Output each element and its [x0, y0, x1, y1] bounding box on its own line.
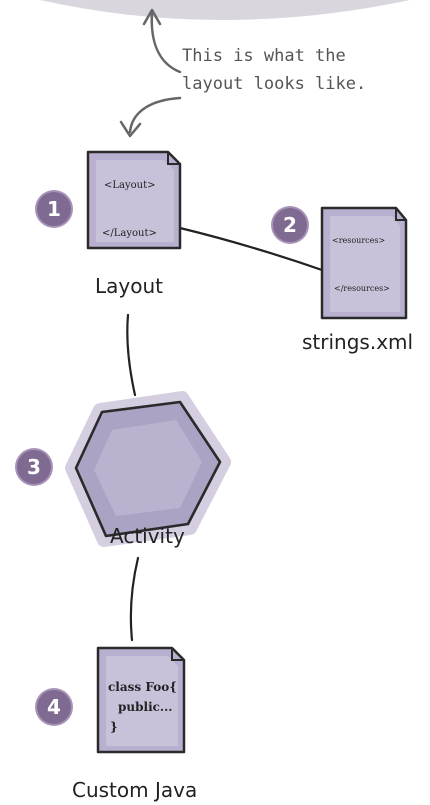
- layout-document-icon: [86, 150, 182, 250]
- java-code-line-2: public...: [118, 700, 173, 714]
- top-cropped-shape: [40, 0, 410, 20]
- layout-doc-close-tag: </Layout>: [102, 228, 157, 239]
- badge-1: 1: [37, 192, 71, 226]
- annotation-line-1: This is what the: [182, 46, 346, 66]
- annotation-arrow-up: [150, 10, 182, 74]
- strings-doc-open-tag: <resources>: [332, 236, 386, 245]
- layout-doc-open-tag: <Layout>: [104, 180, 156, 191]
- java-document-icon: [96, 646, 186, 754]
- annotation-arrow-down: [128, 96, 182, 134]
- custom-java-label: Custom Java: [72, 778, 198, 802]
- connector-layout-strings: [178, 226, 324, 272]
- activity-hexagon-icon: [65, 391, 231, 547]
- connector-layout-activity: [126, 313, 137, 397]
- strings-document-icon: [320, 206, 408, 320]
- layout-label: Layout: [95, 274, 163, 298]
- annotation-line-2: layout looks like.: [182, 74, 367, 94]
- badge-4: 4: [37, 690, 71, 724]
- badge-2: 2: [273, 208, 307, 242]
- badge-3: 3: [17, 450, 51, 484]
- activity-label: Activity: [110, 524, 185, 548]
- strings-label: strings.xml: [302, 330, 414, 354]
- annotation-arrow-down-head: [119, 120, 142, 138]
- strings-doc-close-tag: </resources>: [334, 284, 390, 293]
- annotation-arrow-up-head: [142, 8, 162, 26]
- annotation-text: This is what the layout looks like.: [182, 42, 366, 98]
- java-code-line-3: }: [110, 720, 118, 734]
- java-code-line-1: class Foo{: [108, 680, 177, 694]
- connector-activity-java: [129, 556, 140, 642]
